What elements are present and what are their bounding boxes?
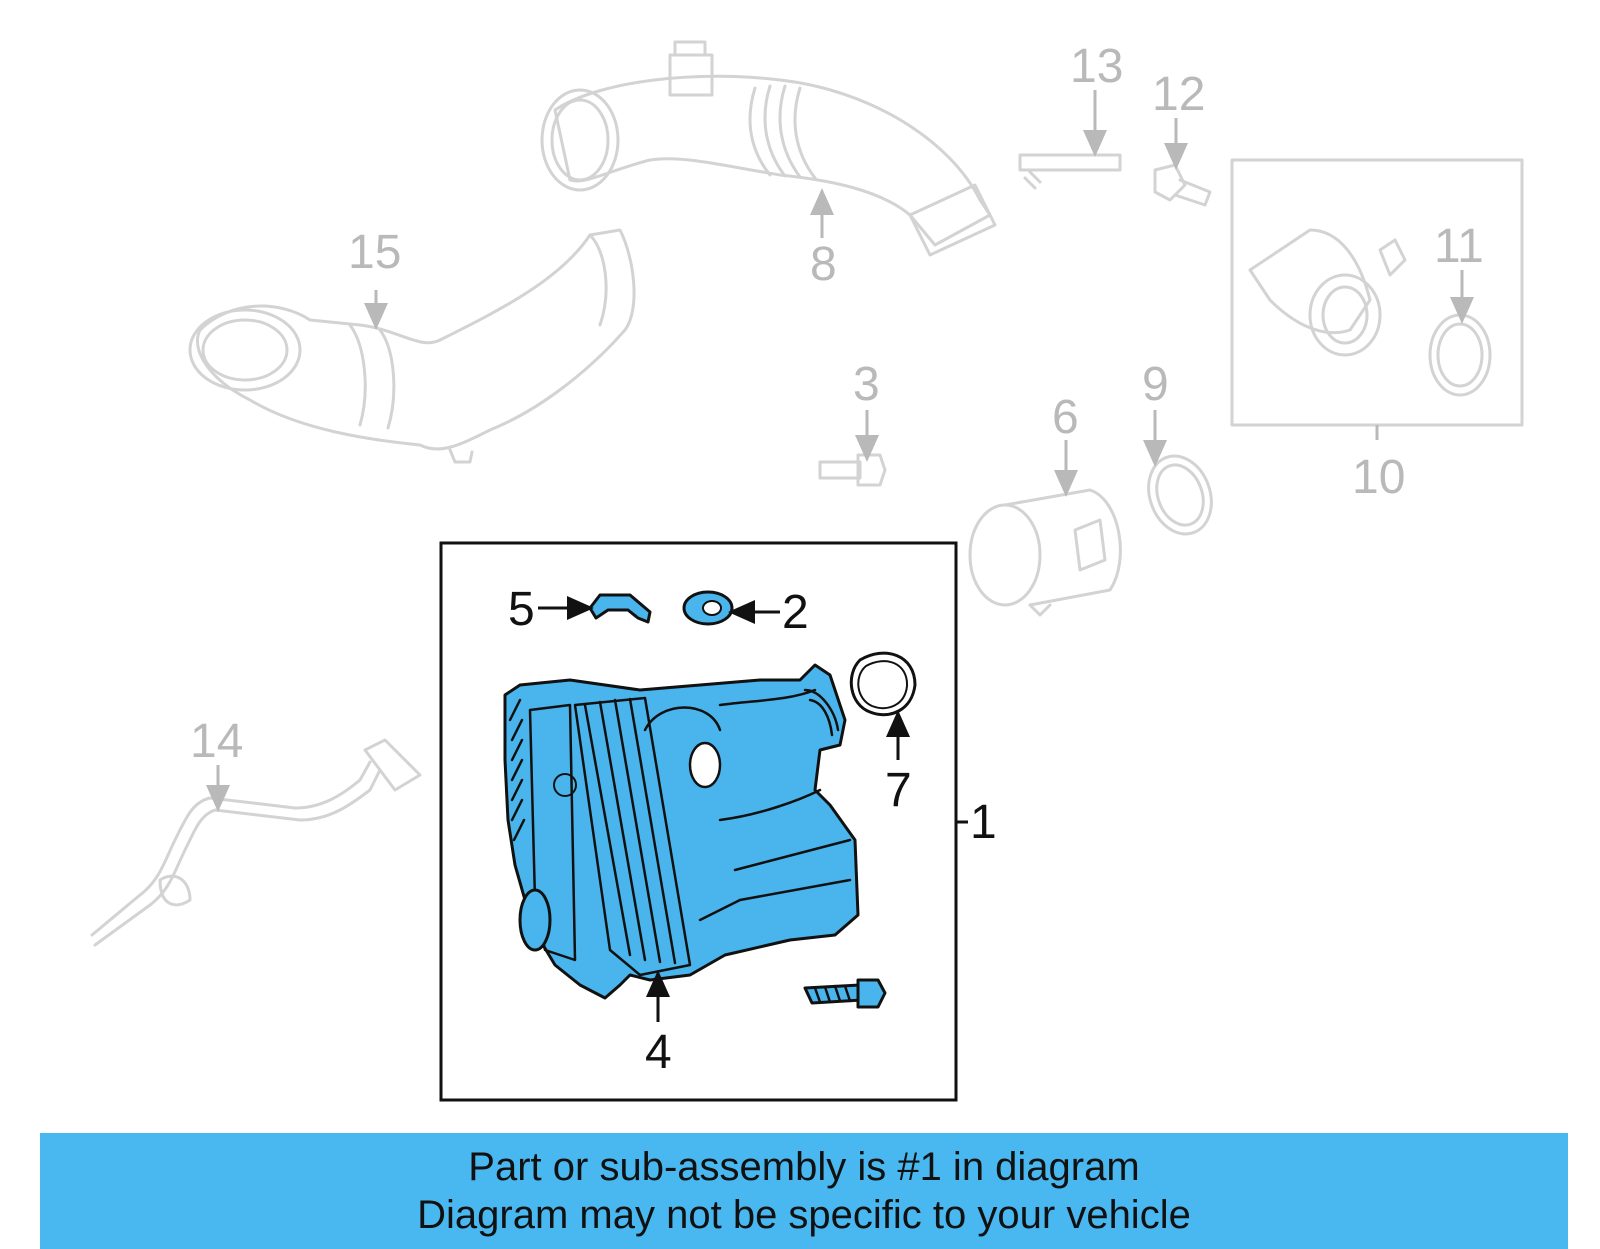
callout-8: 8 bbox=[810, 238, 837, 291]
callout-10: 10 bbox=[1352, 451, 1405, 504]
bolt-part-12 bbox=[1153, 163, 1212, 207]
bolt-part-4-blue bbox=[803, 978, 887, 1009]
banner-line-2: Diagram may not be specific to your vehi… bbox=[417, 1193, 1191, 1237]
callout-11: 11 bbox=[1434, 220, 1484, 273]
leader-lines bbox=[206, 90, 1474, 1022]
air-cleaner-housing-part-1 bbox=[503, 663, 860, 1000]
seal-ring-part-7 bbox=[849, 651, 917, 717]
maf-sensor-part-6 bbox=[968, 488, 1122, 617]
callout-13: 13 bbox=[1070, 40, 1123, 93]
clip-part-5 bbox=[588, 593, 652, 624]
callout-7: 7 bbox=[885, 764, 912, 817]
hose-part-14 bbox=[90, 738, 422, 947]
callout-5: 5 bbox=[508, 583, 535, 636]
clamp-part-9 bbox=[1147, 454, 1213, 536]
info-banner: Part or sub-assembly is #1 in diagram Di… bbox=[40, 1133, 1568, 1249]
callout-4: 4 bbox=[645, 1026, 672, 1079]
intake-duct-part-15 bbox=[188, 228, 636, 464]
callout-15: 15 bbox=[348, 226, 401, 279]
callout-6: 6 bbox=[1052, 391, 1079, 444]
throttle-body-box-part-10 bbox=[1230, 158, 1524, 427]
callout-2: 2 bbox=[782, 586, 809, 639]
callout-14: 14 bbox=[190, 715, 243, 768]
intake-hose-part-8 bbox=[540, 40, 997, 257]
callout-3: 3 bbox=[853, 358, 880, 411]
callout-1: 1 bbox=[970, 796, 997, 849]
bolt-part-3 bbox=[818, 453, 887, 487]
callout-labels: 13 12 8 15 11 3 9 6 10 14 5 2 7 1 4 bbox=[190, 40, 1484, 1079]
callout-9: 9 bbox=[1142, 358, 1169, 411]
grommet-part-2 bbox=[682, 590, 734, 626]
bracket-part-13 bbox=[1018, 153, 1122, 190]
banner-line-1: Part or sub-assembly is #1 in diagram bbox=[468, 1145, 1140, 1189]
callout-12: 12 bbox=[1152, 68, 1205, 121]
